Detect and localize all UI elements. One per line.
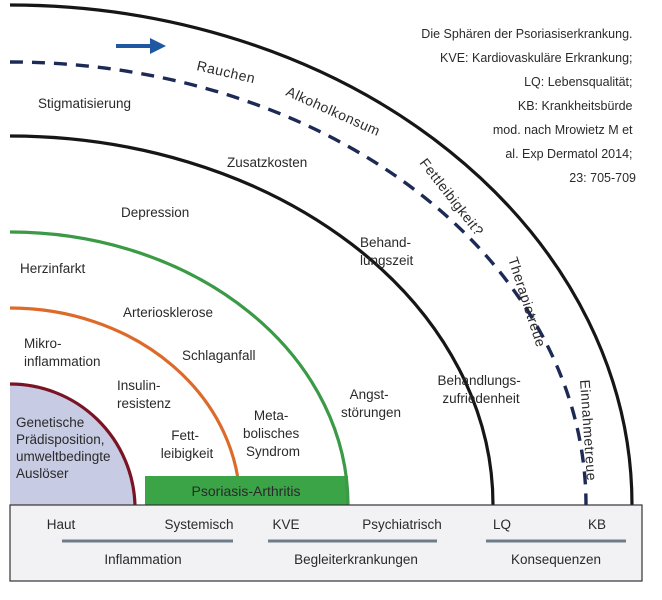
group-label-inflammation: Inflammation xyxy=(104,552,181,567)
bottom-top-labels: Haut Systemisch KVE Psychiatrisch LQ KB xyxy=(47,517,606,532)
label-arteriosklerose: Arteriosklerose xyxy=(123,305,213,320)
label-mikroinflammation: Mikro- inflammation xyxy=(24,336,101,369)
label-fettleibigkeit-inner: Fett- leibigkeit xyxy=(161,428,214,461)
label-herzinfarkt: Herzinfarkt xyxy=(20,261,86,276)
label-zusatzkosten: Zusatzkosten xyxy=(227,155,307,170)
psoriasis-arthritis-bar xyxy=(145,476,348,505)
ring-dashed xyxy=(9,60,588,506)
psoriasis-arthritis-label: Psoriasis-Arthritis xyxy=(192,483,301,499)
bottom-label-kb: KB xyxy=(588,517,606,532)
outer-rauchen: Rauchen xyxy=(195,57,257,86)
bottom-group-labels: Inflammation Begleiterkrankungen Konsequ… xyxy=(104,552,601,567)
bottom-legend-band xyxy=(9,504,643,582)
ring-green xyxy=(9,230,350,506)
ring-orange xyxy=(9,306,242,506)
label-stigmatisierung: Stigmatisierung xyxy=(38,96,131,111)
bottom-label-systemisch: Systemisch xyxy=(164,517,233,532)
label-schlaganfall: Schlaganfall xyxy=(182,348,256,363)
bottom-label-kve: KVE xyxy=(272,517,299,532)
label-behandlungszufriedenheit: Behandlungs- zufriedenheit xyxy=(437,373,524,406)
label-depression: Depression xyxy=(121,205,189,220)
core-sphere xyxy=(10,384,135,505)
outer-fettleibigkeit: Fettleibigkeit? xyxy=(417,155,487,239)
label-angststoerungen: Angst- störungen xyxy=(341,387,401,420)
outer-therapietreue: Therapietreue xyxy=(505,255,549,349)
bottom-label-lq: LQ xyxy=(493,517,511,532)
group-label-begleiterkrankungen: Begleiterkrankungen xyxy=(294,552,418,567)
ring-black-inner xyxy=(9,134,495,506)
bottom-label-psychiatrisch: Psychiatrisch xyxy=(362,517,442,532)
figure-caption: Die Sphären der Psoriasiserkrankung. KVE… xyxy=(421,27,636,185)
bottom-label-haut: Haut xyxy=(47,517,76,532)
ring-maroon xyxy=(9,382,137,506)
direction-arrow-icon xyxy=(116,38,166,54)
outer-alkoholkonsum: Alkoholkonsum xyxy=(284,83,383,139)
core-text: Genetische Prädisposition, umweltbedingt… xyxy=(16,415,114,481)
label-behandlungszeit: Behand- lungszeit xyxy=(360,235,415,268)
label-insulinresistenz: Insulin- resistenz xyxy=(117,378,171,411)
group-label-konsequenzen: Konsequenzen xyxy=(511,552,601,567)
outer-einnahmetreue: Einnahmetreue xyxy=(577,379,600,481)
label-metabolisches-syndrom: Meta- bolisches Syndrom xyxy=(243,408,303,459)
ring-black-outer xyxy=(9,3,634,506)
